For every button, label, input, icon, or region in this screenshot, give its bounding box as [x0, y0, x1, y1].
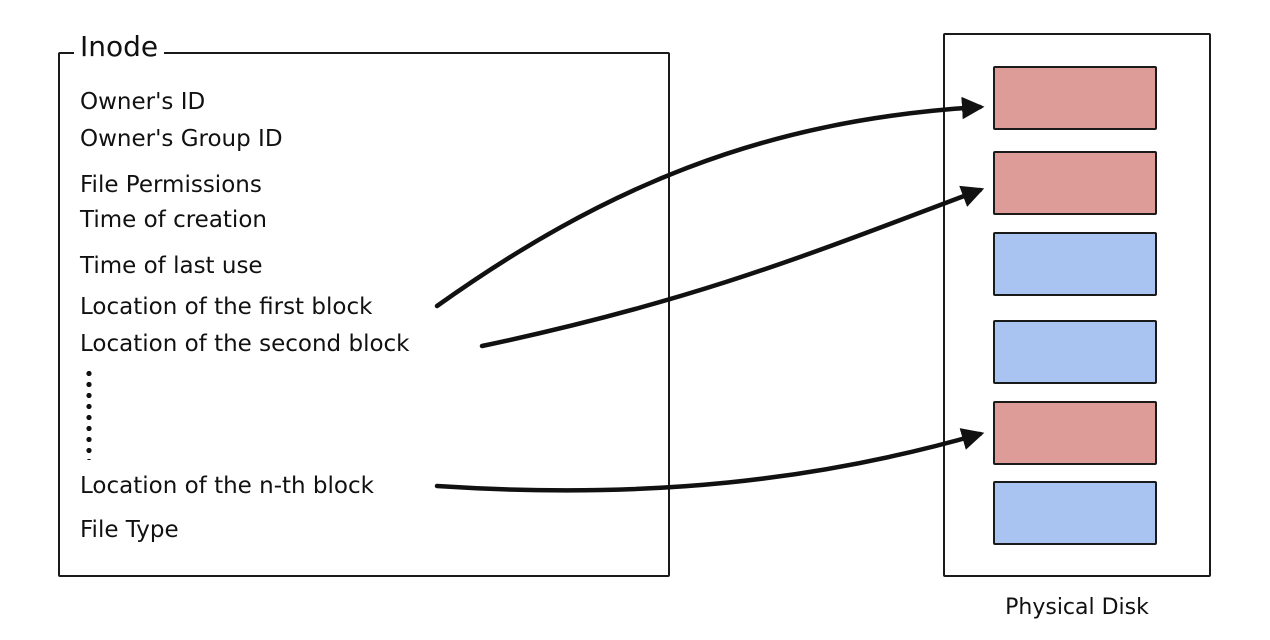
field-nth-block-location: Location of the n-th block	[80, 473, 374, 499]
physical-disk-label: Physical Disk	[1005, 595, 1149, 620]
inode-box	[58, 52, 670, 577]
arrow-nth-block	[434, 428, 985, 493]
field-time-of-last-use: Time of last use	[80, 253, 263, 279]
field-file-type: File Type	[80, 517, 179, 543]
disk-block-6	[993, 481, 1157, 545]
disk-block-1	[993, 66, 1157, 130]
inode-title: Inode	[74, 30, 165, 64]
arrow-second-block	[479, 185, 985, 349]
field-file-permissions: File Permissions	[80, 172, 262, 198]
arrow-first-block	[434, 96, 985, 309]
physical-disk-box	[943, 33, 1211, 577]
ellipsis-dots	[86, 368, 92, 460]
disk-block-2	[993, 151, 1157, 215]
field-owner-id: Owner's ID	[80, 89, 206, 115]
disk-block-5	[993, 401, 1157, 465]
field-time-of-creation: Time of creation	[80, 207, 267, 233]
field-first-block-location: Location of the first block	[80, 294, 373, 320]
field-owner-group-id: Owner's Group ID	[80, 126, 283, 152]
field-second-block-location: Location of the second block	[80, 331, 410, 357]
disk-block-4	[993, 320, 1157, 384]
disk-block-3	[993, 232, 1157, 296]
